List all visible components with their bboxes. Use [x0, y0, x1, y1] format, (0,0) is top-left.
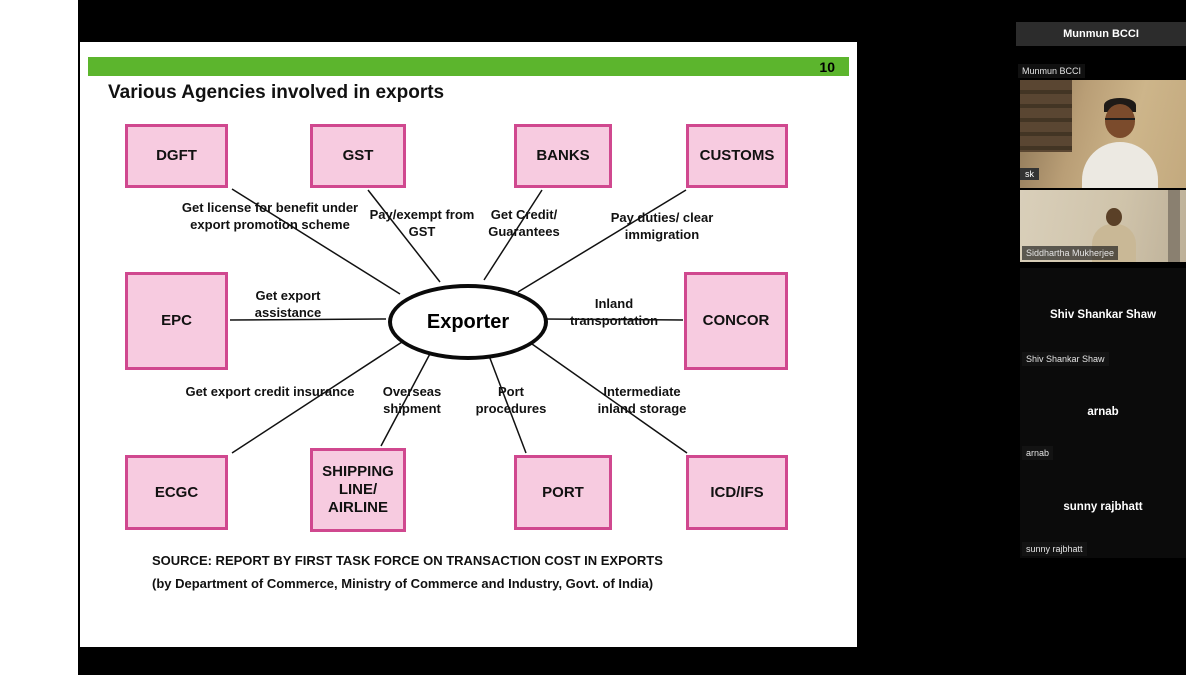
edge-label-shipping: Overseas shipment [382, 384, 442, 416]
participant-tile-shiv[interactable]: Shiv Shankar Shaw Shiv Shankar Shaw [1020, 268, 1186, 368]
edge-label-concor: Inland transportation [569, 296, 659, 328]
participant-name-label: Shiv Shankar Shaw [1022, 352, 1109, 366]
participant-tile-arnab[interactable]: arnab arnab [1020, 368, 1186, 462]
active-speaker-name: Munmun BCCI [1063, 28, 1139, 40]
agency-box-customs: CUSTOMS [686, 124, 788, 188]
participants-panel: Munmun BCCI Munmun BCCI sk Siddhartha Mu… [1016, 0, 1186, 675]
agency-box-gst: GST [310, 124, 406, 188]
door-frame [1168, 190, 1180, 262]
agency-box-icd: ICD/IFS [686, 455, 788, 530]
edge-label-banks: Get Credit/ Guarantees [488, 207, 560, 239]
bookshelf [1020, 80, 1072, 152]
participant-tile-sunny[interactable]: sunny rajbhatt sunny rajbhatt [1020, 462, 1186, 558]
presentation-slide: 10 Various Agencies involved in exports … [80, 42, 857, 647]
participant-display-name: sunny rajbhatt [1063, 501, 1143, 513]
agency-box-concor: CONCOR [684, 272, 788, 370]
agency-box-banks: BANKS [514, 124, 612, 188]
agency-box-ecgc: ECGC [125, 455, 228, 530]
agency-box-shipping: SHIPPING LINE/ AIRLINE [310, 448, 406, 532]
slide-title: Various Agencies involved in exports [108, 82, 445, 103]
participant-display-name: arnab [1087, 406, 1119, 418]
active-speaker-bar: Munmun BCCI [1016, 22, 1186, 46]
participant-face [1106, 208, 1122, 226]
participant-video [1020, 80, 1186, 188]
participant-name-label: Siddhartha Mukherjee [1022, 246, 1119, 260]
participant-body [1082, 142, 1158, 188]
participant-tile-munmun[interactable]: sk [1020, 80, 1186, 188]
participant-badge: sk [1020, 168, 1039, 180]
edge-label-dgft: Get license for benefit under export pro… [181, 200, 359, 232]
source-line-2: (by Department of Commerce, Ministry of … [152, 575, 654, 591]
exporter-label: Exporter [426, 310, 510, 333]
exporter-ellipse: Exporter [388, 284, 548, 360]
participant-display-name: Shiv Shankar Shaw [1049, 309, 1157, 321]
edge-label-gst: Pay/exempt from GST [369, 207, 475, 239]
slide-page-number: 10 [819, 59, 835, 75]
edge-label-port: Port procedures [475, 384, 547, 416]
participant-name-label: arnab [1022, 446, 1054, 460]
edge-label-customs: Pay duties/ clear immigration [610, 210, 714, 242]
agency-box-port: PORT [514, 455, 612, 530]
source-line-1: SOURCE: REPORT BY FIRST TASK FORCE ON TR… [152, 553, 663, 568]
edge-label-icd: Intermediate inland storage [597, 384, 687, 416]
participant-name-label: Munmun BCCI [1018, 64, 1086, 78]
participant-face [1105, 104, 1135, 138]
agency-box-epc: EPC [125, 272, 228, 370]
edge-label-epc: Get export assistance [254, 288, 322, 320]
participant-tile-siddhartha[interactable]: Siddhartha Mukherjee [1020, 190, 1186, 262]
participant-name-label: sunny rajbhatt [1022, 542, 1087, 556]
slide-accent-bar: 10 [88, 57, 849, 76]
glasses-icon [1105, 118, 1135, 120]
agency-box-dgft: DGFT [125, 124, 228, 188]
edge-label-ecgc: Get export credit insurance [185, 384, 355, 399]
source-note: SOURCE: REPORT BY FIRST TASK FORCE ON TR… [152, 550, 663, 596]
